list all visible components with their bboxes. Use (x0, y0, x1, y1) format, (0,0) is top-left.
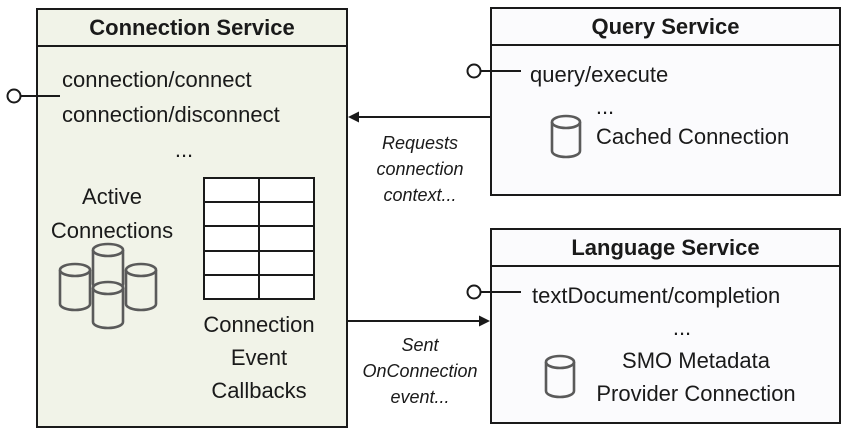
query-service-box: Query Service query/execute ... Cached C… (490, 7, 841, 196)
language-service-title: Language Service (492, 230, 839, 267)
requests-arrow (348, 111, 490, 123)
method-connection-connect: connection/connect (62, 67, 252, 92)
smo-metadata-connection-label: SMO Metadata Provider Connection (596, 348, 796, 406)
more-methods-ellipsis: ... (672, 315, 692, 340)
cached-connection-row: Cached Connection (550, 113, 789, 161)
more-methods-ellipsis: ... (595, 94, 615, 119)
method-textdocument-completion: textDocument/completion (532, 283, 781, 308)
table-cell (260, 251, 313, 274)
table-cell (260, 275, 313, 298)
smo-metadata-connection-row: SMO Metadata Provider Connection (544, 344, 802, 410)
database-cylinder-icon (58, 262, 92, 312)
callback-table (203, 177, 315, 300)
database-cylinder-icon (550, 114, 582, 159)
connection-event-callbacks-label: Connection Event Callbacks (203, 312, 315, 403)
database-cluster-icon (58, 242, 158, 330)
active-connections-label: Active Connections (50, 184, 174, 243)
connection-service-methods: connection/connect connection/disconnect… (62, 62, 306, 167)
table-cell (205, 227, 258, 250)
table-cell (205, 251, 258, 274)
method-query-execute: query/execute (530, 62, 669, 87)
language-service-methods: textDocument/completion ... (532, 280, 832, 344)
sent-event-arrow (348, 315, 490, 327)
database-cylinder-icon (124, 262, 158, 312)
table-cell (260, 203, 313, 226)
query-service-methods: query/execute ... (530, 59, 680, 123)
query-service-title: Query Service (492, 9, 839, 46)
connection-service-box: Connection Service connection/connect co… (36, 8, 348, 428)
table-cell (205, 203, 258, 226)
table-cell (260, 227, 313, 250)
table-cell (205, 179, 258, 202)
connection-service-title: Connection Service (38, 10, 346, 47)
language-service-box: Language Service textDocument/completion… (490, 228, 841, 424)
database-cylinder-icon (544, 354, 576, 399)
sent-onconnection-event-label: Sent OnConnection event... (362, 335, 478, 407)
cached-connection-label: Cached Connection (596, 124, 790, 149)
more-methods-ellipsis: ... (174, 137, 194, 162)
database-cylinder-icon (91, 280, 125, 330)
requests-connection-context-label: Requests connection context... (376, 133, 464, 205)
table-cell (205, 275, 258, 298)
method-connection-disconnect: connection/disconnect (62, 102, 280, 127)
table-cell (260, 179, 313, 202)
